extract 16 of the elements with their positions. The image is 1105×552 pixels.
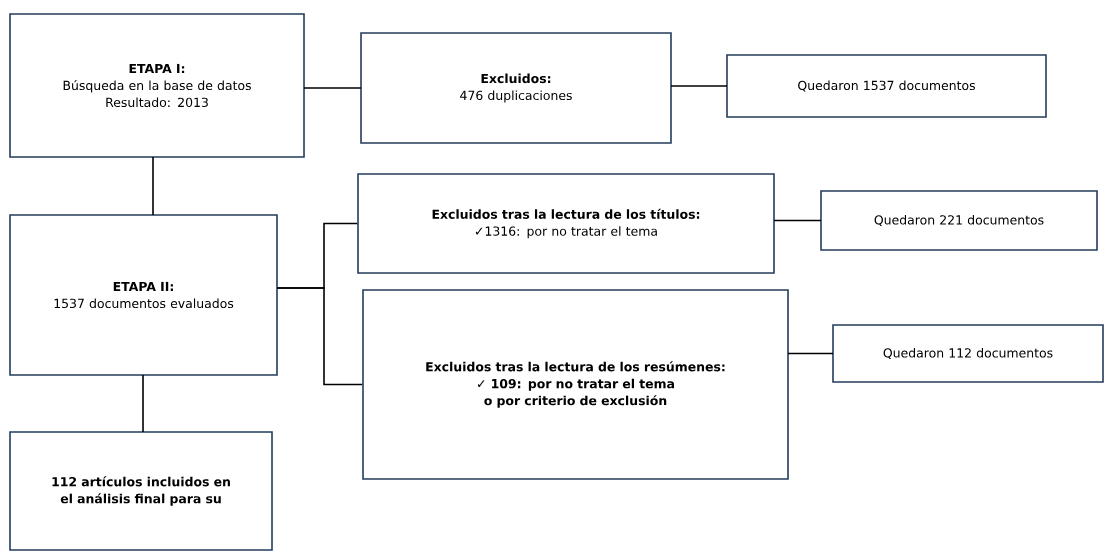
connector-line [787, 352, 834, 355]
process-box: Quedaron 112 documentos [832, 324, 1104, 383]
process-box: Excluidos tras la lectura de los resúmenes: ✓ 109: por no tratar el tema o por criterio de exclusión [362, 289, 789, 480]
process-box: Excluidos: 476 duplicaciones [360, 32, 672, 144]
connector-line [142, 374, 144, 433]
connector-line [303, 87, 362, 89]
process-box: ETAPA II: 1537 documentos evaluados [9, 214, 278, 376]
connector-line [773, 219, 822, 222]
process-box: Quedaron 221 documentos [820, 190, 1098, 251]
process-box: 112 artículos incluidos en el análisis final para su [9, 431, 273, 551]
connector-line [152, 156, 154, 216]
connector-line [670, 85, 728, 87]
process-box: Excluidos tras la lectura de los títulos: ✓1316: por no tratar el tema [357, 173, 775, 274]
process-box: ETAPA I: Búsqueda en la base de datos Resultado: 2013 [9, 13, 305, 158]
connector-line [276, 287, 363, 386]
process-box: Quedaron 1537 documentos [726, 54, 1047, 118]
